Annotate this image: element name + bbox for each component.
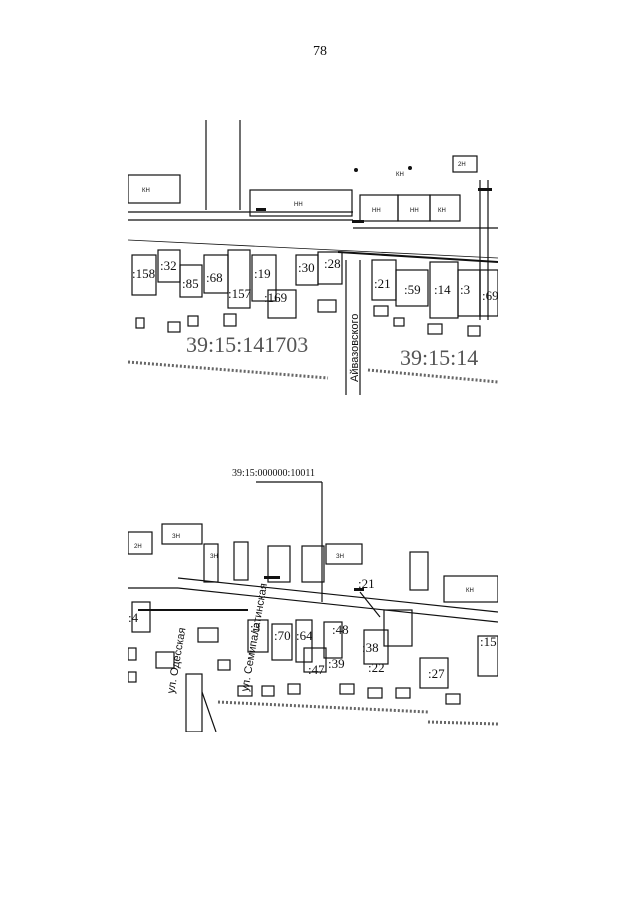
street-label: Айвазовского (349, 314, 361, 382)
parcel-label: :14 (434, 282, 451, 297)
building-tag: КН (142, 188, 150, 194)
block-label: 39:15:141703 (186, 332, 308, 357)
parcel-label: :32 (160, 258, 177, 273)
parcel-label: :15 (480, 634, 497, 649)
cadastral-map-bottom[interactable]: 39:15:000000:10011 2Н ЗН ЗН ЗН КН :4 :3 … (128, 462, 498, 732)
building-tag: НН (294, 202, 303, 208)
parcel-label: :169 (264, 290, 287, 305)
parcel-label: :21 (374, 276, 391, 291)
building-tag: ЗН (336, 554, 344, 560)
parcel-label: :69 (482, 288, 498, 303)
building-tag: КН (396, 172, 404, 178)
street-label-2: ул. Семипалатинская (239, 582, 270, 692)
callout-label: 39:15:000000:10011 (232, 468, 315, 479)
parcel-label: :157 (228, 286, 252, 301)
parcel-label: :59 (404, 282, 421, 297)
parcel-label: :68 (206, 270, 223, 285)
building-tag: НН (372, 208, 381, 214)
building-tag: 2Н (458, 162, 466, 168)
block-label-right: 39:15:14 (400, 345, 478, 370)
parcel-label: :64 (296, 628, 313, 643)
parcel-label: :39 (328, 656, 345, 671)
parcel-label: :70 (274, 628, 291, 643)
parcel-label: :4 (128, 610, 139, 625)
parcel-label: :47 (308, 662, 325, 677)
building-tag: КН (438, 208, 446, 214)
building-tag: НН (410, 208, 419, 214)
page-number: 78 (313, 44, 327, 59)
parcel-label: :3 (250, 620, 260, 635)
parcel-label: :27 (428, 666, 445, 681)
building-tag: ЗН (210, 554, 218, 560)
map-top-canvas: КН НН НН НН КН 2Н КН :158 :32 :85 :68 :1… (128, 120, 498, 395)
parcel-label: :158 (132, 266, 155, 281)
parcel-label: :85 (182, 276, 199, 291)
parcel-label: :38 (362, 640, 379, 655)
parcel-label: :28 (324, 256, 341, 271)
parcel-label: :22 (368, 660, 385, 675)
building-tag: 2Н (134, 544, 142, 550)
parcel-label: :3 (460, 282, 470, 297)
street-label-1: ул. Одесская (165, 627, 188, 695)
parcel-label: :48 (332, 622, 349, 637)
parcel-label: :19 (254, 266, 271, 281)
map-bottom-canvas: 39:15:000000:10011 2Н ЗН ЗН ЗН КН :4 :3 … (128, 468, 498, 732)
building-tag: ЗН (172, 534, 180, 540)
building-tag: КН (466, 588, 474, 594)
cadastral-map-top[interactable]: КН НН НН НН КН 2Н КН :158 :32 :85 :68 :1… (128, 120, 498, 395)
parcel-label: :21 (358, 576, 375, 591)
parcel-label: :30 (298, 260, 315, 275)
